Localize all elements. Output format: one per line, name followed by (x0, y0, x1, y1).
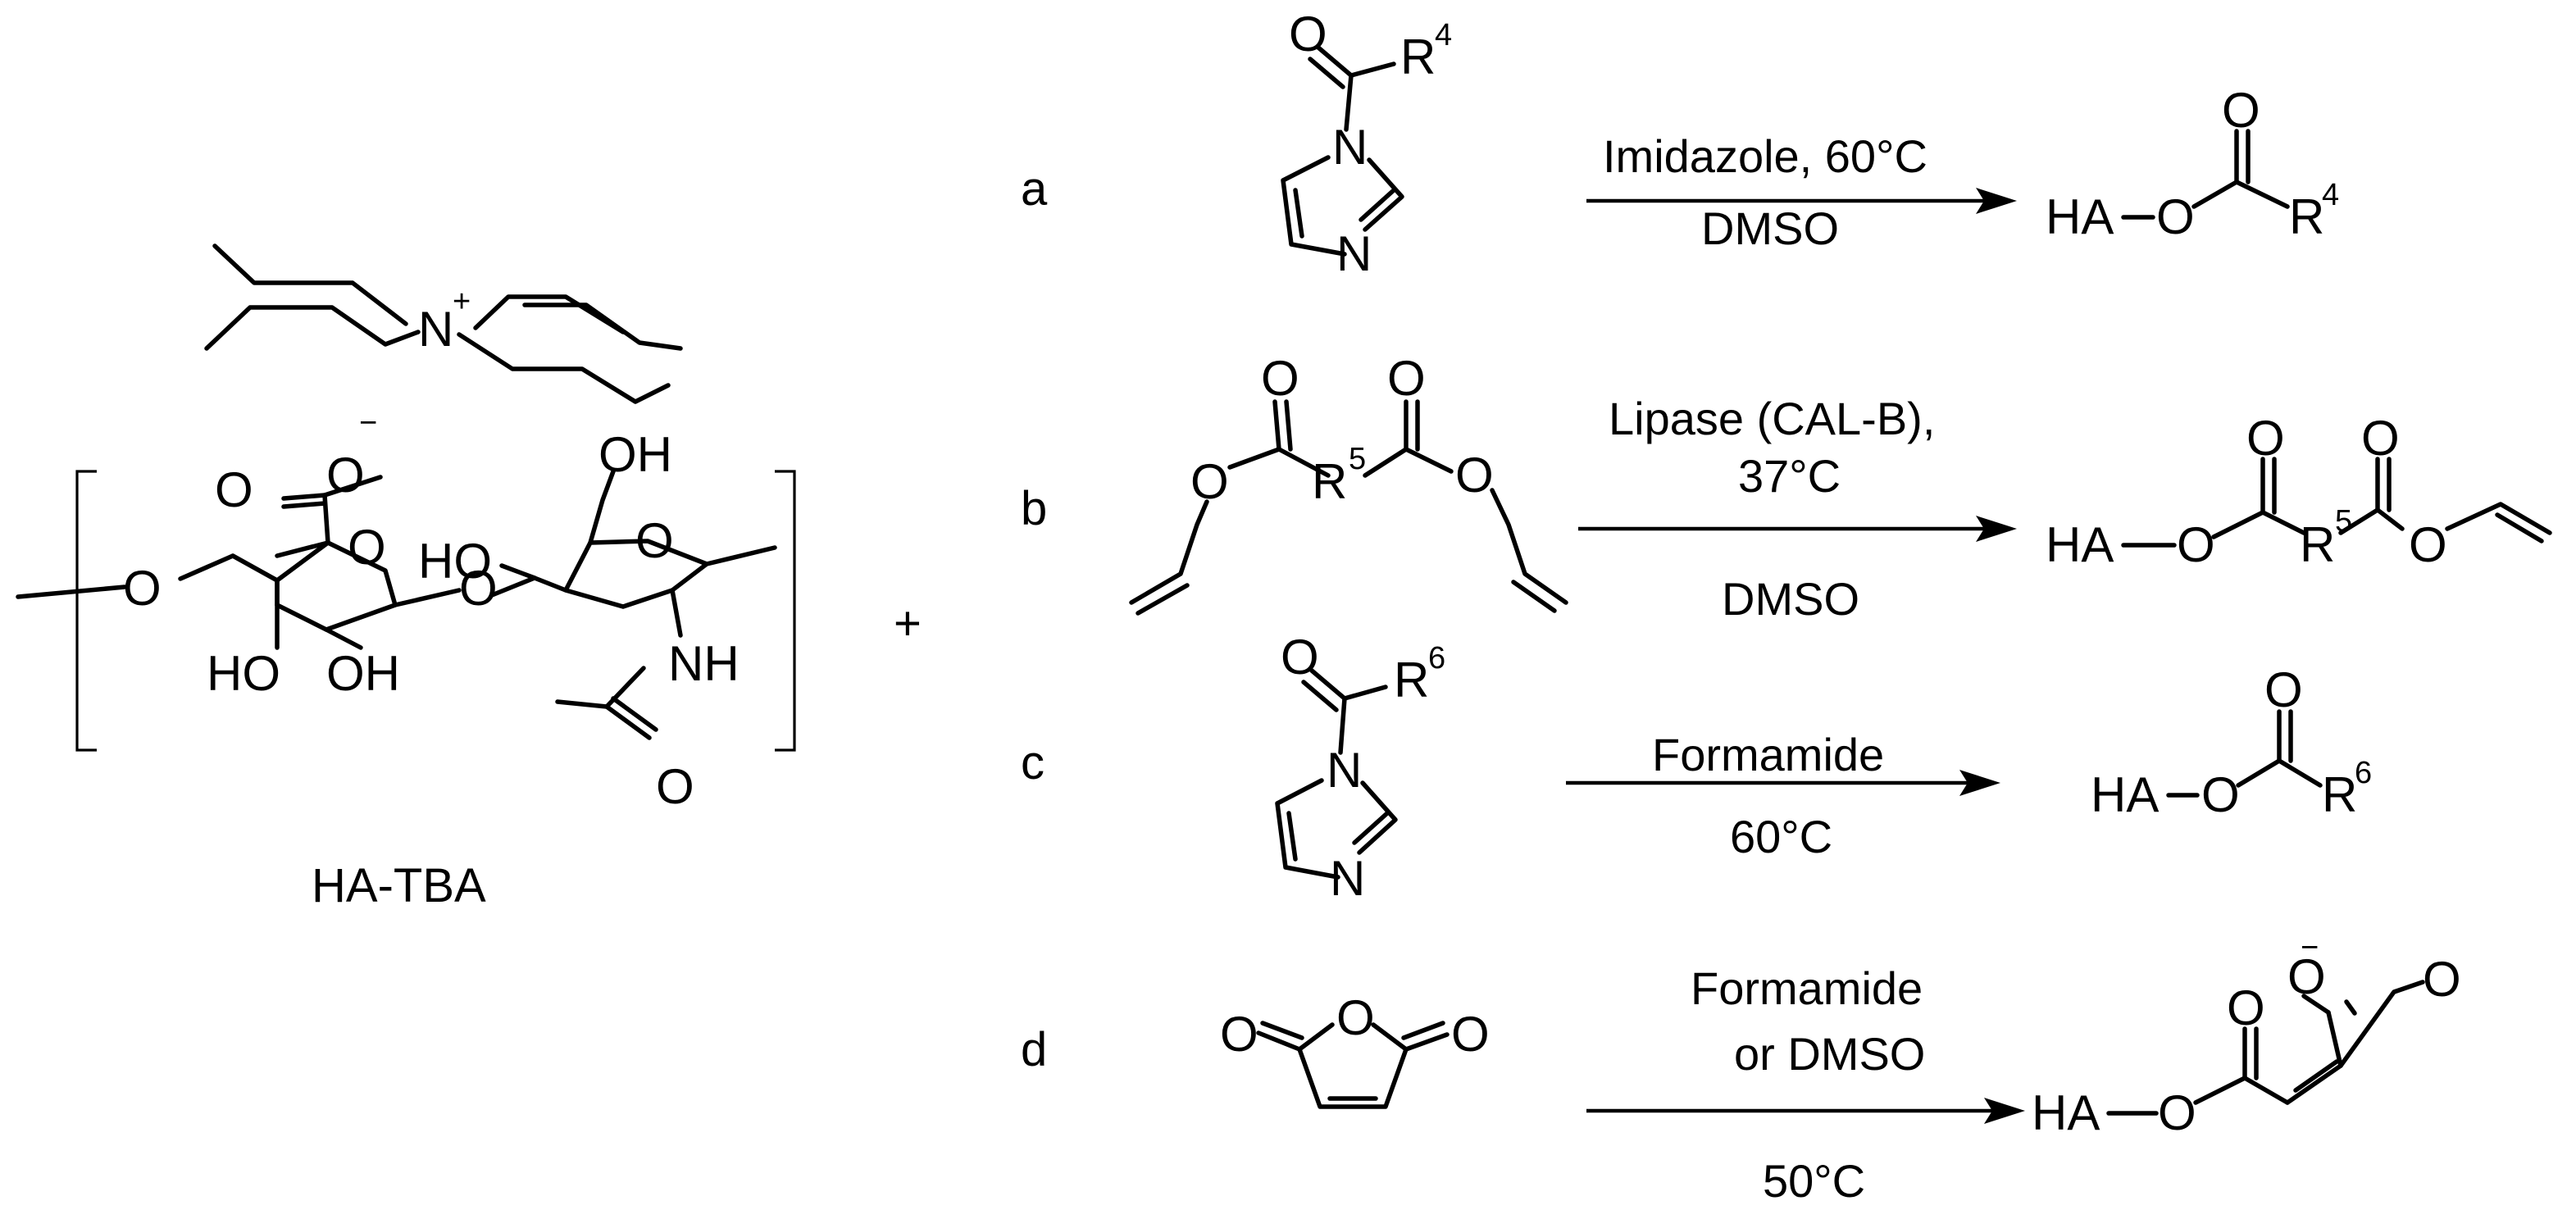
reaction-d-conditions-above: Formamide (1691, 962, 1923, 1014)
reaction-c-r-subscript: 6 (1428, 641, 1445, 675)
repeat-bracket-right (775, 470, 796, 752)
reaction-a-label: a (1021, 162, 1048, 216)
ha-tba-structure: N + (16, 243, 796, 912)
reaction-c-conditions-above: Formamide (1652, 729, 1884, 780)
reaction-c-product-ha: HA (2091, 767, 2159, 822)
reaction-b-r-group: R (1312, 454, 1347, 509)
reaction-d-product: HA O O O − O (2032, 930, 2461, 1140)
reaction-a-imidazole-n1: N (1332, 120, 1368, 175)
reaction-a-product: HA O O R 4 (2046, 83, 2339, 244)
reaction-d-label: d (1021, 1023, 1047, 1076)
reaction-a-reagent: O R 4 N N (1281, 7, 1452, 281)
reaction-d-conditions-below: 50°C (1763, 1155, 1865, 1207)
ammonium-nitrogen: N (418, 302, 453, 357)
reaction-b-label: b (1021, 482, 1047, 535)
reaction-b-r-subscript: 5 (1349, 442, 1366, 476)
hydroxyl-glcnac: HO (418, 534, 492, 589)
reaction-d: d O O O Formamide or DMSO 50°C HA O (1021, 930, 2461, 1207)
glycosidic-oxygen-middle: O (459, 561, 498, 616)
hydroxyl-glca-1: HO (207, 646, 280, 701)
reaction-c-imidazole-n3: N (1330, 851, 1365, 906)
reaction-b-carbonyl-oxygen-right: O (1387, 351, 1426, 406)
reaction-a-product-r-subscript: 4 (2322, 178, 2339, 212)
reaction-c-r-group: R (1394, 653, 1429, 707)
reaction-d-product-ester-oxygen: O (2158, 1085, 2196, 1140)
reaction-a-product-carbonyl-oxygen: O (2222, 83, 2260, 138)
reaction-a-carbonyl-oxygen: O (1289, 7, 1327, 61)
reaction-b-conditions-above-2: 37°C (1738, 450, 1841, 502)
reaction-d-product-carboxylate-charge: − (2301, 930, 2319, 965)
reaction-b-product-vinyl-oxygen: O (2409, 517, 2447, 572)
tetrabutylammonium-cation: N + (204, 243, 683, 404)
reaction-b-vinyl-oxygen-right: O (1455, 448, 1494, 503)
hydroxymethyl-oh: OH (598, 427, 672, 482)
reagent-label: HA-TBA (312, 859, 486, 912)
reaction-b-product-ester-oxygen: O (2177, 517, 2215, 572)
reaction-a-product-ha: HA (2046, 189, 2114, 244)
glycosidic-oxygen-left: O (123, 561, 162, 616)
reaction-b-reagent: O O R 5 O O (1129, 351, 1568, 616)
reaction-b: b O O R 5 O O Lipase (CAL-B), 37°C DMSO … (1021, 351, 2552, 625)
ring-oxygen-glca: O (348, 520, 386, 575)
reaction-b-arrowhead (1976, 516, 2017, 542)
reaction-a-imidazole-n3: N (1336, 226, 1372, 281)
reaction-c-imidazole-n1: N (1327, 743, 1362, 798)
reaction-a-r-subscript: 4 (1435, 18, 1452, 52)
ammonium-charge: + (453, 284, 471, 319)
reaction-c-product-carbonyl-oxygen: O (2264, 662, 2303, 717)
reaction-c: c O R 6 N N Formamide 60°C HA O O R (1021, 630, 2372, 906)
reaction-b-product: HA O O R 5 O O (2046, 411, 2552, 572)
reaction-a-conditions-below: DMSO (1701, 202, 1839, 254)
reaction-a-arrowhead (1976, 188, 2017, 214)
reaction-b-carbonyl-oxygen-left: O (1261, 351, 1299, 406)
acetyl-oxygen: O (656, 759, 694, 814)
reaction-a-conditions-above: Imidazole, 60°C (1603, 130, 1927, 182)
reaction-c-product-r-subscript: 6 (2355, 756, 2372, 790)
reaction-a-r-group: R (1400, 30, 1436, 84)
reaction-a-product-ester-oxygen: O (2156, 189, 2195, 244)
reaction-c-product-ester-oxygen: O (2201, 767, 2240, 822)
reaction-c-product-r-group: R (2322, 767, 2357, 822)
reaction-a: a O R 4 N N Imidazole, 60°C DMSO HA O O (1021, 7, 2339, 281)
carboxylate-charge: − (359, 406, 377, 440)
reaction-d-product-carboxylate-oxygen: O (2287, 949, 2326, 1004)
reaction-d-product-carbonyl-oxygen: O (2227, 980, 2265, 1035)
reaction-c-carbonyl-oxygen: O (1281, 630, 1319, 685)
reaction-b-product-ha: HA (2046, 517, 2114, 572)
reaction-d-anhydride-oxygen-right: O (1451, 1007, 1490, 1062)
hyaluronan-backbone (16, 469, 777, 740)
reaction-d-reagent: O O O (1220, 990, 1490, 1109)
reaction-c-arrowhead (1959, 770, 2000, 796)
reaction-d-product-carboxylate-oxygen-double: O (2423, 952, 2461, 1007)
reaction-b-conditions-below: DMSO (1722, 573, 1859, 625)
reaction-d-anhydride-oxygen-left: O (1220, 1007, 1258, 1062)
amide-nh: NH (668, 636, 740, 691)
ring-oxygen-glcnac: O (635, 513, 674, 568)
reaction-a-product-r-group: R (2289, 189, 2324, 244)
reaction-c-reagent: O R 6 N N (1275, 630, 1445, 906)
repeat-bracket-left (75, 470, 97, 752)
hydroxyl-glca-2: OH (326, 646, 400, 701)
reaction-c-product: HA O O R 6 (2091, 662, 2372, 822)
reaction-b-product-r-group: R (2300, 517, 2335, 572)
reaction-d-conditions-above-2: or DMSO (1734, 1028, 1925, 1080)
reaction-c-label: c (1021, 736, 1045, 789)
carboxylate-oxygen: O (326, 448, 365, 503)
carboxylate-oxygen-double: O (215, 462, 253, 517)
reaction-b-conditions-above: Lipase (CAL-B), (1609, 393, 1935, 444)
reaction-d-product-ha: HA (2032, 1085, 2100, 1140)
reaction-b-product-carbonyl-oxygen-right: O (2361, 411, 2400, 466)
reaction-d-anhydride-ring-oxygen: O (1336, 990, 1375, 1045)
reaction-b-product-carbonyl-oxygen-left: O (2246, 411, 2285, 466)
plus-sign: + (894, 597, 922, 650)
reaction-b-product-r-subscript: 5 (2335, 504, 2352, 539)
reaction-c-conditions-below: 60°C (1730, 811, 1832, 862)
reaction-d-arrowhead (1984, 1098, 2025, 1124)
reaction-b-vinyl-oxygen-left: O (1190, 454, 1229, 509)
